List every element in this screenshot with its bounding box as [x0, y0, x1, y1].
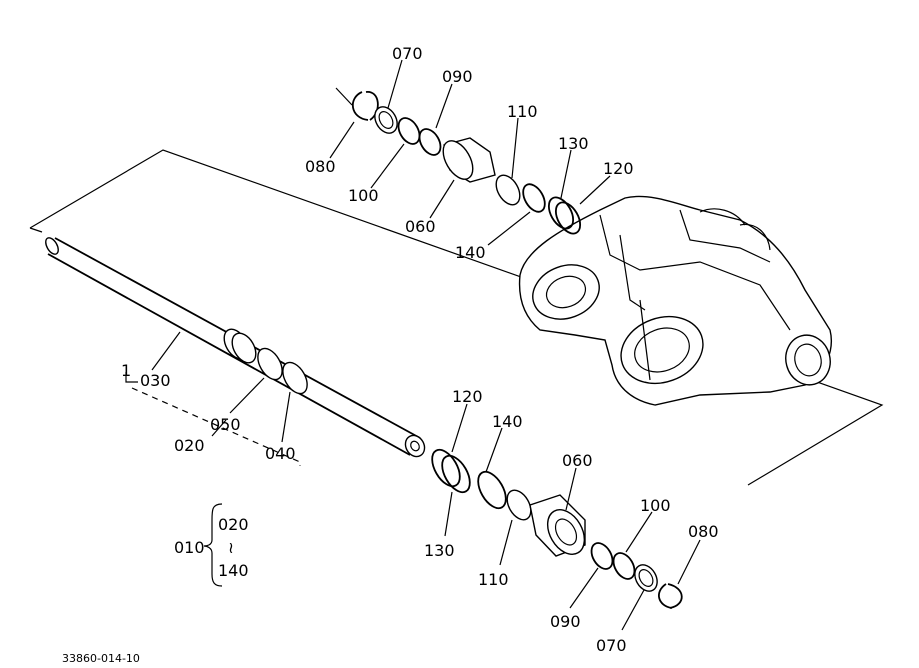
label-070-upper: 070: [392, 44, 423, 63]
assembly-parent-label: 010: [174, 538, 205, 557]
upper-parts: [352, 91, 582, 235]
assembly-to-label: 140: [218, 561, 249, 580]
label-1: 1: [121, 361, 131, 380]
label-090-lower: 090: [550, 612, 581, 631]
diagram-code: 33860-014-10: [62, 652, 140, 665]
label-120-lower: 120: [452, 387, 483, 406]
leader-lines: [125, 59, 701, 631]
label-050: 050: [210, 415, 241, 434]
label-020: 020: [174, 436, 205, 455]
label-140-upper: 140: [455, 243, 486, 262]
label-110-upper: 110: [507, 102, 538, 121]
lower-parts: [431, 448, 683, 609]
assembly-from-label: 020: [218, 515, 249, 534]
shaft-030: [45, 237, 426, 458]
label-130-lower: 130: [424, 541, 455, 560]
label-070-lower: 070: [596, 636, 627, 655]
axle-housing: [518, 195, 832, 406]
label-140-lower: 140: [492, 412, 523, 431]
label-030: 030: [140, 371, 171, 390]
ring-050: [257, 347, 283, 381]
label-040: 040: [265, 444, 296, 463]
label-100-lower: 100: [640, 496, 671, 515]
label-090-upper: 090: [442, 67, 473, 86]
assembly-bracket: [203, 503, 223, 587]
assembly-range-mark: ≀: [228, 538, 234, 557]
label-130-upper: 130: [558, 134, 589, 153]
label-060-upper: 060: [405, 217, 436, 236]
label-100-upper: 100: [348, 186, 379, 205]
label-080-lower: 080: [688, 522, 719, 541]
ring-040: [282, 361, 308, 395]
label-110-lower: 110: [478, 570, 509, 589]
label-120-upper: 120: [603, 159, 634, 178]
label-060-lower: 060: [562, 451, 593, 470]
label-080-upper: 080: [305, 157, 336, 176]
